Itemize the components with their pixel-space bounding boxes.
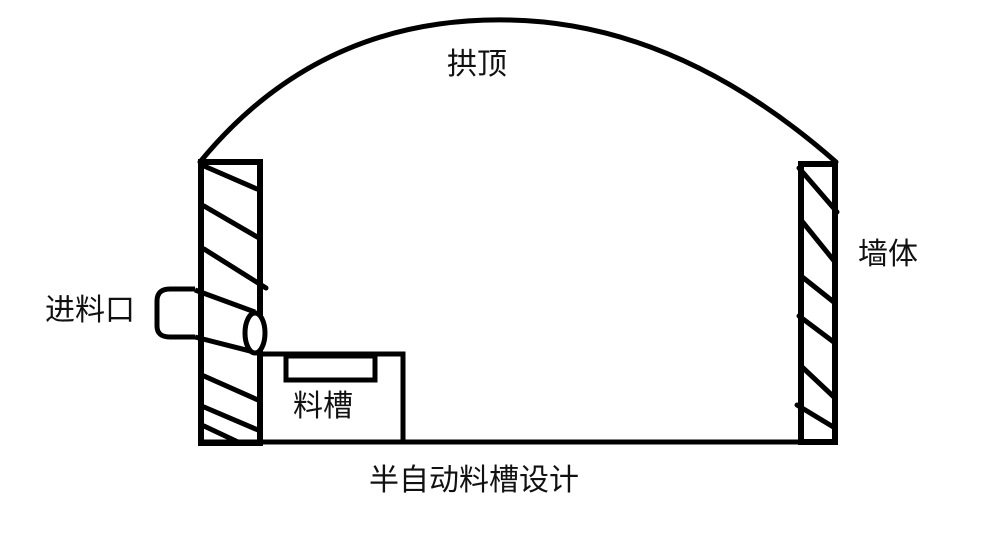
inlet-label: 进料口: [45, 293, 135, 328]
diagram-title: 半自动料槽设计: [369, 463, 579, 498]
right-wall: [794, 161, 840, 445]
dome-arch: [197, 17, 839, 165]
wall-label: 墙体: [858, 237, 918, 272]
trough-label: 料槽: [293, 389, 353, 424]
dome-label: 拱顶: [447, 47, 507, 82]
inlet-pipe: [154, 286, 268, 356]
